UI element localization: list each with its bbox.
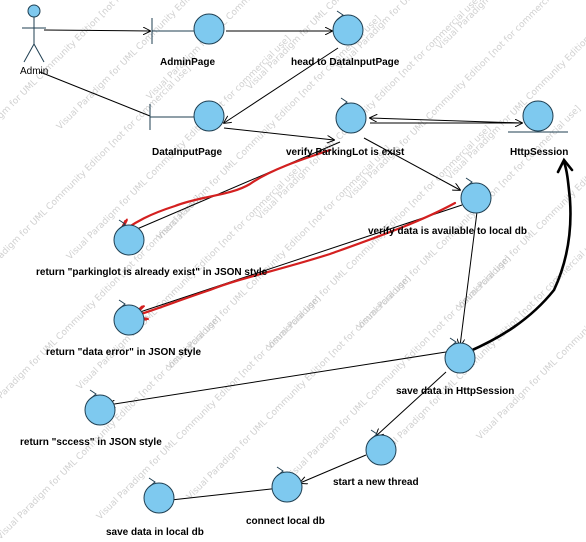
connector-verifyparking-verifydata [363, 137, 460, 190]
watermark-text: Visual Paradigm for UML Community Editio… [375, 234, 586, 462]
control-arrowhead-icon [340, 97, 348, 108]
actor-head [27, 4, 41, 18]
control-circle [143, 482, 175, 514]
node-save-session [444, 337, 476, 374]
connector-datainput-verifyparking [223, 127, 334, 140]
actor-leg-right [33, 43, 45, 63]
connector-savesession-returnsuccess [108, 351, 447, 405]
control-circle [113, 224, 145, 256]
boundary-circle [193, 100, 225, 132]
red-annotation-error [135, 201, 457, 316]
black-annotation-arrowhead [556, 157, 574, 174]
watermark-text: Visual Paradigm for UML Community Editio… [0, 64, 193, 292]
control-circle [113, 304, 145, 336]
control-circle [84, 394, 116, 426]
entity-circle [522, 100, 554, 132]
control-circle [335, 102, 367, 134]
control-circle [444, 342, 476, 374]
control-arrowhead-icon [449, 337, 457, 348]
node-label-return-error: return "data error" in JSON style [46, 347, 202, 358]
node-label-save-local: save data in local db [106, 527, 204, 538]
control-arrowhead-icon [118, 299, 126, 310]
node-adminpage [151, 13, 225, 45]
node-label-verify-data: verify data is available to local db [368, 226, 527, 237]
control-arrowhead-icon [336, 10, 344, 21]
connector-head-datainput [224, 47, 339, 123]
watermark-text: Visual Paradigm for UML Community Editio… [475, 214, 586, 442]
node-label-return-exist: return "parkinglot is already exist" in … [36, 267, 268, 278]
node-verify-data [460, 177, 492, 214]
connectors [39, 30, 523, 501]
connector-savesession-startthread [376, 371, 447, 436]
node-save-local [143, 477, 175, 514]
connector-verifyparking-returnexist [129, 141, 341, 233]
connector-verifydata-savesession [460, 211, 478, 346]
control-arrowhead-icon [118, 219, 126, 230]
control-circle [332, 14, 364, 46]
node-verify-parkinglot [335, 97, 367, 134]
node-label-verify-parkinglot: verify ParkingLot is exist [286, 147, 405, 158]
node-return-error [113, 299, 145, 336]
connector-admin-adminpage [43, 30, 150, 31]
node-start-thread [365, 429, 397, 466]
node-label-start-thread: start a new thread [333, 477, 419, 488]
red-annotation-exist [122, 148, 332, 232]
control-circle [460, 182, 492, 214]
node-head-to-datainput [332, 10, 364, 46]
node-label-connect-db: connect local db [246, 516, 325, 527]
control-circle [271, 471, 303, 503]
node-label-head-to-datainput: head to DataInputPage [291, 57, 400, 68]
control-circle [365, 434, 397, 466]
connector-connectdb-savelocal [162, 487, 281, 501]
node-return-success [84, 389, 116, 426]
connector-admin-datainput [39, 71, 151, 117]
control-arrowhead-icon [148, 477, 156, 488]
connector-startthread-connectdb [300, 454, 367, 483]
red-annotations [122, 148, 457, 316]
control-arrowhead-icon [465, 177, 473, 188]
node-label-save-session: save data in HttpSession [396, 386, 514, 397]
node-label-return-success: return "sccess" in JSON style [20, 437, 162, 448]
control-arrowhead-icon [276, 466, 284, 477]
black-annotation-session [466, 160, 572, 354]
actor-label: Admin [20, 66, 48, 77]
node-label-adminpage: AdminPage [160, 57, 215, 68]
actor-leg-left [23, 43, 35, 63]
boundary-circle [193, 13, 225, 45]
connector-httpsession-verifyparking [370, 118, 523, 124]
control-arrowhead-icon [89, 389, 97, 400]
node-label-httpsession: HttpSession [510, 147, 568, 158]
node-datainputpage [149, 100, 225, 132]
node-return-exist [113, 219, 145, 256]
control-arrowhead-icon [370, 429, 378, 440]
node-connect-db [271, 466, 303, 503]
connector-verifydata-returnerror [133, 204, 463, 315]
node-httpsession [508, 100, 568, 133]
actor-admin [22, 4, 46, 63]
node-label-datainputpage: DataInputPage [152, 147, 222, 158]
